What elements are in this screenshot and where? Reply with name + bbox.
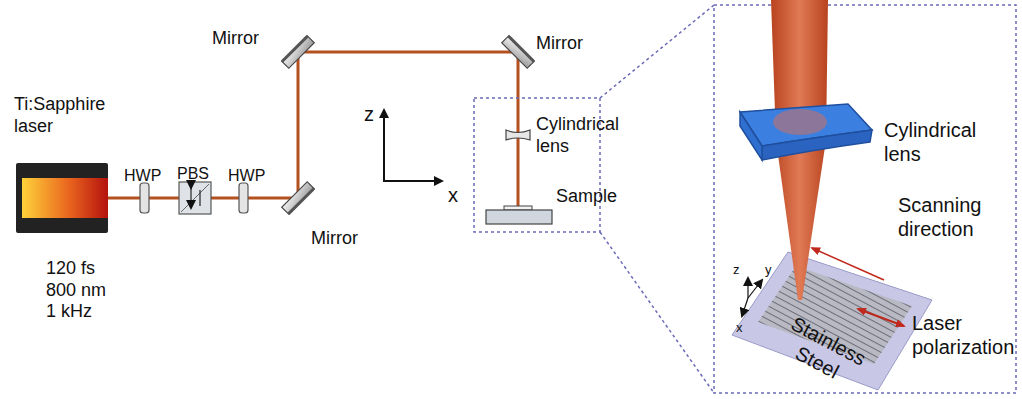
axis-label: x xyxy=(736,320,750,336)
annotation: Scanning direction xyxy=(898,193,1008,241)
axis-label: x xyxy=(448,183,464,207)
part-label: Cylindrical lens xyxy=(536,114,646,157)
axis-label: z xyxy=(733,262,747,278)
part-label: Mirror xyxy=(212,28,282,50)
part-label: Cylindrical lens xyxy=(884,118,994,166)
part-label: Mirror xyxy=(311,228,381,250)
axis-label: z xyxy=(364,102,380,126)
part-label: PBS xyxy=(177,164,221,183)
axis-label: y xyxy=(765,262,779,278)
part-label: Sample xyxy=(556,186,626,208)
annotation: Laser polarization xyxy=(912,311,1012,359)
part-label: HWP xyxy=(228,166,272,185)
part-label: HWP xyxy=(124,166,168,185)
device-label: Ti:Sapphire laser xyxy=(14,94,114,137)
laser-spec: 120 fs 800 nm 1 kHz xyxy=(46,258,118,323)
part-label: Mirror xyxy=(536,33,606,55)
